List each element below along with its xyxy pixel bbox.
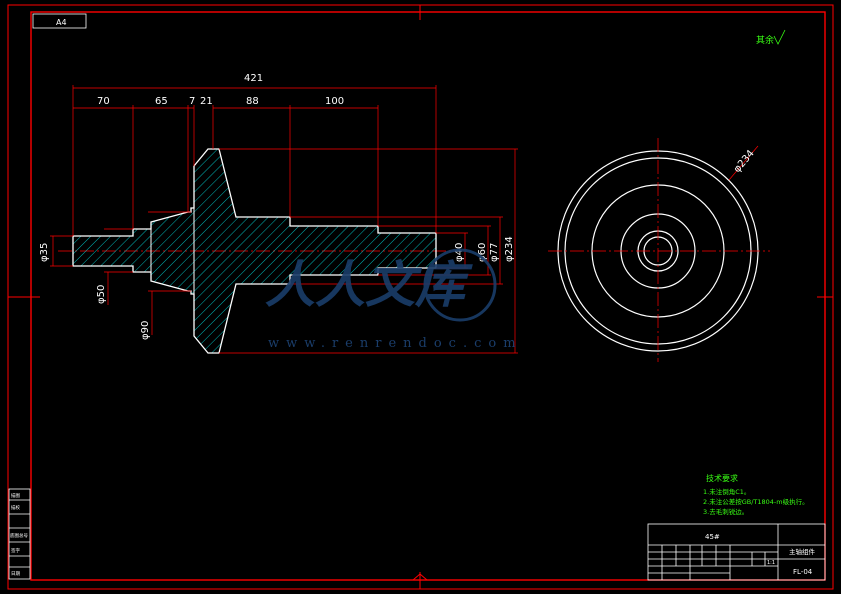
side-label-2: 描校 xyxy=(11,504,20,511)
side-label-3: 底图总号 xyxy=(10,532,28,539)
title-drawing-no: FL-04 xyxy=(793,568,813,576)
dim-seg-65: 65 xyxy=(155,96,168,107)
sheet-size-box xyxy=(32,13,87,29)
watermark-url: www.renrendoc.com xyxy=(268,336,523,351)
svg-text:人人文库: 人人文库 xyxy=(265,255,473,314)
side-label-5: 日期 xyxy=(11,571,20,577)
dim-dia-60: φ60 xyxy=(477,243,488,262)
tech-req-title: 技术要求 xyxy=(706,473,738,483)
dim-seg-88: 88 xyxy=(246,96,259,107)
side-binding-table xyxy=(8,488,31,580)
dim-seg-7: 7 xyxy=(189,96,195,107)
dim-dia-50: φ50 xyxy=(96,285,107,304)
tech-req-item-1: 1.未注倒角C1。 xyxy=(703,487,750,496)
dim-dia-90: φ90 xyxy=(140,321,151,340)
title-block xyxy=(647,523,826,581)
dim-seg-70: 70 xyxy=(97,96,110,107)
dim-dia-234-side: φ234 xyxy=(504,236,515,262)
dim-dia-40: φ40 xyxy=(454,243,465,262)
dim-dia-77: φ77 xyxy=(489,243,500,262)
title-scale: 1:1 xyxy=(767,560,775,566)
dim-lines-left xyxy=(50,211,191,335)
tech-req-item-2: 2.未注公差按GB/T1804-m级执行。 xyxy=(703,497,809,506)
side-label-1: 描图 xyxy=(11,492,20,499)
title-material: 45# xyxy=(705,533,720,541)
tech-req-item-3: 3.去毛刺锐边。 xyxy=(703,507,748,516)
shaft-section xyxy=(72,148,437,354)
watermark-logo: 人人文库 xyxy=(265,248,497,322)
side-label-4: 签字 xyxy=(11,547,20,554)
end-view-dia-leader xyxy=(728,145,759,181)
roughness-symbol xyxy=(773,29,786,45)
dim-seg-21: 21 xyxy=(200,96,213,107)
dim-lines-top xyxy=(72,85,437,236)
dim-dia-35: φ35 xyxy=(39,243,50,262)
orientation-arrow xyxy=(411,573,429,581)
dim-overall-length: 421 xyxy=(244,73,263,84)
dim-lines-right xyxy=(219,148,518,354)
title-part-name: 主轴组件 xyxy=(789,547,816,556)
dim-seg-100: 100 xyxy=(325,96,344,107)
roughness-note: 其余 xyxy=(756,34,774,46)
dim-dia-234-end: φ234 xyxy=(732,148,757,175)
sheet-size-label: A4 xyxy=(56,18,67,27)
inner-border xyxy=(30,11,826,581)
